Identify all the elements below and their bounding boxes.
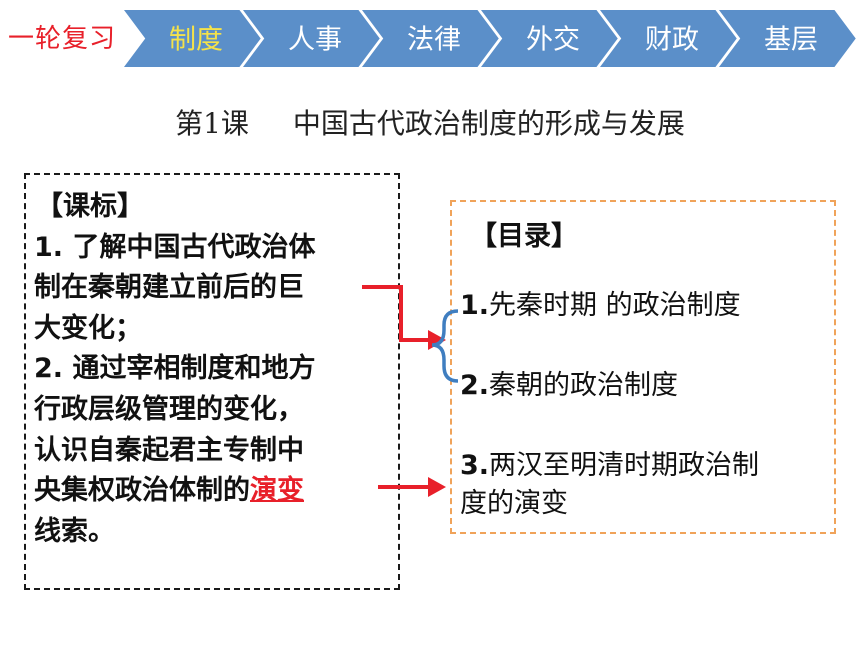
nav-tab-label: 基层 <box>764 25 818 56</box>
nav-tab-4[interactable]: 外交 <box>477 9 621 68</box>
standard-line-3: 大变化； <box>34 312 142 344</box>
review-label: 一轮复习 <box>8 24 117 54</box>
standard-line-8: 线索。 <box>34 515 115 547</box>
catalog-heading: 【目录】 <box>470 221 578 252</box>
catalog-item-2[interactable]: 2.秦朝的政治制度 <box>460 367 678 405</box>
nav-tab-3[interactable]: 法律 <box>358 9 502 68</box>
standard-line-2: 制在秦朝建立前后的巨 <box>34 272 304 304</box>
nav-tab-shape <box>239 9 383 68</box>
nav-tab-6[interactable]: 基层 <box>715 9 859 68</box>
topic-nav: 制度 人事 法律 外交 财政 基层 <box>122 9 859 68</box>
standard-heading: 【课标】 <box>36 191 144 222</box>
lesson-title: 第1课 中国古代政治制度的形成与发展 <box>0 102 860 142</box>
standard-line-7-text: 央集权政治体制的 <box>34 475 250 507</box>
nav-tab-label: 财政 <box>645 25 699 56</box>
nav-tab-label: 人事 <box>288 25 342 56</box>
nav-tab-shape <box>122 9 264 68</box>
nav-tab-shape <box>715 9 859 68</box>
catalog-item-2-number: 2. <box>460 370 490 401</box>
catalog-item-3-number: 3. <box>460 450 490 481</box>
nav-tab-shape <box>596 9 740 68</box>
catalog-item-1-number: 1. <box>460 290 490 321</box>
lesson-name: 中国古代政治制度的形成与发展 <box>292 107 685 140</box>
catalog-item-1[interactable]: 1.先秦时期 的政治制度 <box>460 287 741 325</box>
standard-line-6: 认识自秦起君主专制中 <box>34 434 304 466</box>
nav-tab-2[interactable]: 人事 <box>239 9 383 68</box>
catalog-box: 【目录】 1.先秦时期 的政治制度 2.秦朝的政治制度 3.两汉至明清时期政治制… <box>450 200 836 534</box>
curriculum-standard-box: 【课标】 1. 了解中国古代政治体 制在秦朝建立前后的巨 大变化； 2. 通过宰… <box>24 173 400 590</box>
standard-line-5: 行政层级管理的变化， <box>34 393 304 425</box>
nav-tab-label: 法律 <box>407 25 461 56</box>
nav-tab-5[interactable]: 财政 <box>596 9 740 68</box>
catalog-item-1-text: 先秦时期 的政治制度 <box>489 290 741 321</box>
catalog-item-2-text: 秦朝的政治制度 <box>489 370 679 401</box>
nav-tab-label: 制度 <box>169 25 223 56</box>
arrow-head-lower <box>428 477 446 497</box>
nav-tab-label: 外交 <box>526 25 580 56</box>
lesson-number: 第1课 <box>175 107 249 140</box>
catalog-item-3-text: 两汉至明清时期政治制 <box>489 450 760 481</box>
nav-tab-1[interactable]: 制度 <box>122 9 264 68</box>
nav-tab-shape <box>358 9 502 68</box>
catalog-item-3[interactable]: 3.两汉至明清时期政治制 度的演变 <box>460 447 759 523</box>
catalog-item-3-continuation: 度的演变 <box>460 488 568 519</box>
evolution-link[interactable]: 演变 <box>250 475 304 507</box>
standard-line-1: 1. 了解中国古代政治体 <box>34 231 316 263</box>
standard-line-7: 央集权政治体制的演变 <box>34 471 398 512</box>
standard-line-4: 2. 通过宰相制度和地方 <box>34 353 316 385</box>
nav-tab-shape <box>477 9 621 68</box>
arrow-head-upper <box>428 330 446 350</box>
